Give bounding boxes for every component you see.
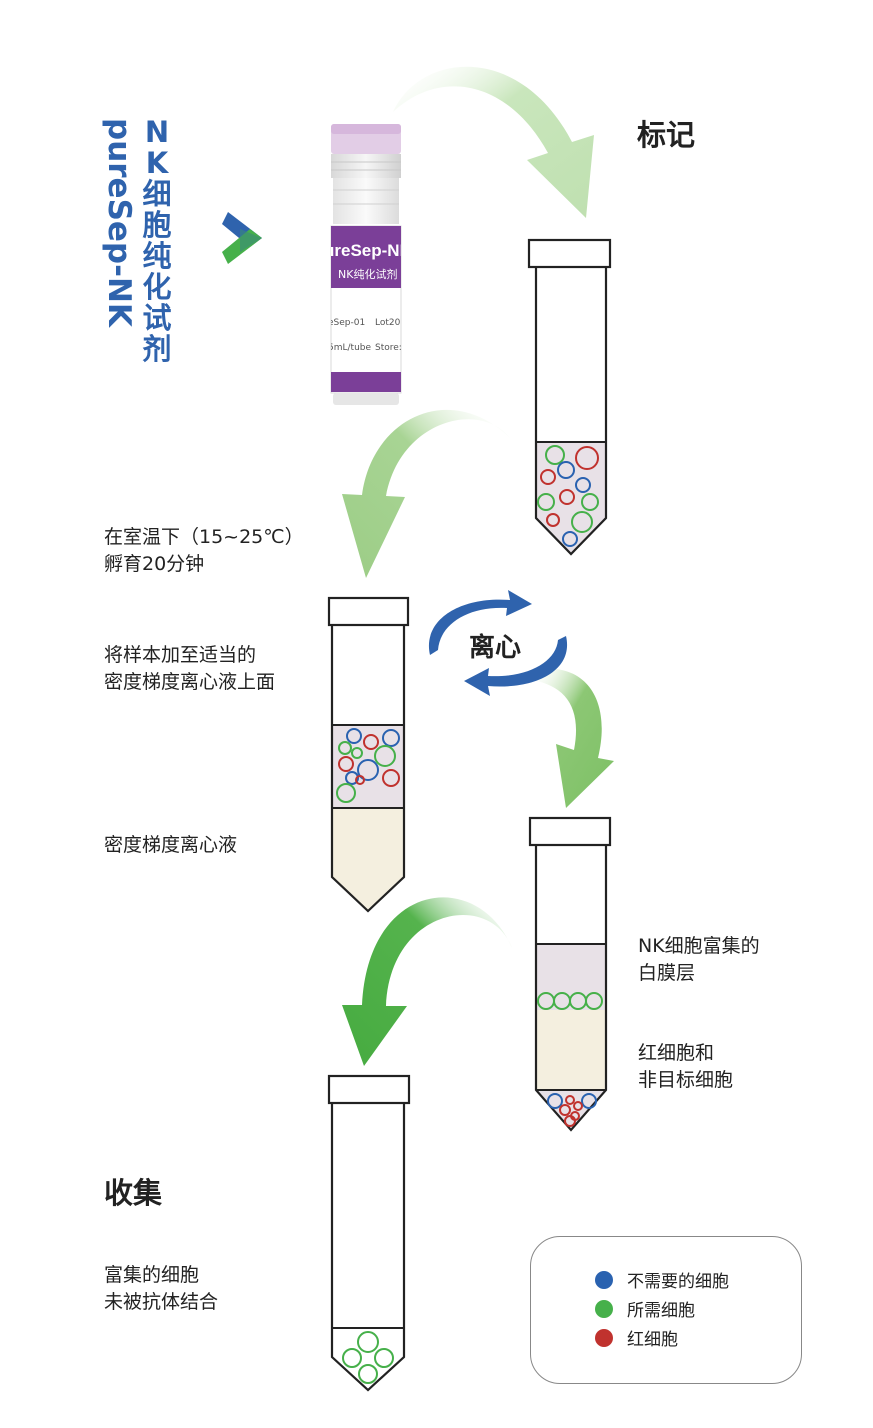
buffy-line-2: 白膜层 — [638, 962, 696, 984]
tube-centrifuged — [528, 816, 612, 1132]
cell-icon — [562, 531, 578, 547]
cell-icon — [571, 511, 593, 533]
arrow-centrifuge-to-tube-icon — [532, 668, 614, 808]
brand-name-english-text: pureSep-NK — [101, 118, 137, 327]
brand-name-char: 纯 — [142, 239, 172, 273]
centrifuge-rotate-icon — [428, 590, 568, 696]
cell-icon — [346, 728, 362, 744]
legend-item: 不需要的细胞 — [595, 1267, 729, 1292]
cell-icon — [357, 759, 379, 781]
cell-icon — [581, 493, 599, 511]
vial-volume: 5mL/tube — [328, 343, 371, 353]
cell-icon — [559, 489, 575, 505]
arrow-collect-step-icon — [342, 897, 512, 1066]
brand-logo-icon — [222, 212, 262, 264]
brand-name-char: K — [145, 146, 169, 180]
cell-icon — [345, 771, 359, 785]
legend-dot-icon — [595, 1299, 613, 1318]
cell-icon — [537, 493, 555, 511]
cell-icon — [358, 1364, 378, 1384]
buffy-coat-text: NK细胞富集的 白膜层 — [638, 933, 760, 987]
cell-icon — [540, 469, 556, 485]
cell-cluster — [342, 1331, 394, 1384]
tube-labeled-sample — [527, 238, 612, 556]
legend-item: 红细胞 — [595, 1325, 678, 1350]
cell-icon — [546, 513, 560, 527]
brand-name-english: pureSep-NK — [101, 118, 141, 328]
cell-icon — [351, 747, 363, 759]
collect-text: 富集的细胞 未被抗体结合 — [104, 1262, 218, 1316]
arrow-incubate-step-icon — [342, 409, 510, 578]
legend-item: 所需细胞 — [595, 1296, 695, 1321]
cell-icon — [357, 1331, 379, 1353]
centrifuge-label: 离心 — [469, 633, 522, 663]
legend-label: 红细胞 — [627, 1330, 678, 1350]
legend-box: 不需要的细胞所需细胞红细胞 — [530, 1236, 802, 1384]
cell-icon — [382, 769, 400, 787]
brand-name-char: 化 — [142, 270, 172, 304]
vial-cat-number: eSep-01 — [328, 318, 365, 328]
buffy-line-1: NK细胞富集的 — [638, 935, 760, 957]
cell-icon — [573, 1101, 583, 1111]
cell-icon — [565, 1095, 575, 1105]
cell-icon — [585, 992, 603, 1010]
vial-storage: Store: — [375, 343, 402, 353]
cell-icon — [559, 1104, 571, 1116]
layer-line-2: 密度梯度离心液上面 — [104, 671, 276, 693]
cell-icon — [575, 446, 599, 470]
collect-heading: 收集 — [104, 1176, 163, 1210]
vial-label-title: ureSep-NK — [324, 241, 413, 260]
vial-label-subtitle: NK纯化试剂 — [338, 267, 397, 281]
cell-icon — [363, 734, 379, 750]
reagent-vial: ureSep-NK NK纯化试剂 eSep-01 Lot20 5mL/tube … — [324, 124, 413, 405]
vial-lot-number: Lot20 — [375, 318, 401, 328]
cell-cluster — [537, 992, 603, 1127]
cell-icon — [374, 1348, 394, 1368]
cell-icon — [338, 741, 352, 755]
cell-icon — [382, 729, 400, 747]
legend-label: 不需要的细胞 — [627, 1272, 729, 1292]
cell-icon — [545, 445, 565, 465]
cell-icon — [374, 745, 396, 767]
cell-cluster — [336, 728, 400, 803]
step-label-heading: 标记 — [637, 118, 696, 152]
cell-icon — [342, 1348, 362, 1368]
cell-icon — [355, 775, 365, 785]
gradient-fluid-label: 密度梯度离心液 — [104, 834, 238, 856]
brand-name-char: N — [144, 115, 170, 149]
pellet-line-2: 非目标细胞 — [638, 1069, 734, 1091]
collect-line-2: 未被抗体结合 — [104, 1291, 219, 1313]
pellet-line-1: 红细胞和 — [638, 1042, 715, 1064]
layer-sample-text: 将样本加至适当的 密度梯度离心液上面 — [104, 642, 275, 696]
pellet-text: 红细胞和 非目标细胞 — [638, 1040, 733, 1094]
tube-collected — [327, 1074, 411, 1392]
collect-line-1: 富集的细胞 — [104, 1264, 200, 1286]
incubate-line-2: 孵育20分钟 — [104, 553, 205, 575]
cell-icon — [336, 783, 356, 803]
brand-name-char: 试 — [142, 301, 172, 335]
brand-name-char: 细 — [142, 177, 172, 211]
incubate-line-1: 在室温下（15~25℃） — [104, 526, 304, 548]
legend-dot-icon — [595, 1270, 613, 1289]
cell-icon — [338, 756, 354, 772]
tube-layered-gradient — [327, 596, 410, 913]
cell-icon — [575, 477, 591, 493]
layer-line-1: 将样本加至适当的 — [104, 644, 257, 666]
arrow-label-step-icon — [393, 66, 594, 218]
brand-name-char: 剂 — [142, 332, 172, 366]
cell-icon — [547, 1093, 563, 1109]
brand-name-char: 胞 — [142, 208, 172, 242]
incubate-text: 在室温下（15~25℃） 孵育20分钟 — [104, 524, 304, 578]
cell-icon — [564, 1115, 576, 1127]
cell-icon — [557, 461, 575, 479]
legend-dot-icon — [595, 1328, 613, 1347]
legend-label: 所需细胞 — [627, 1301, 695, 1321]
cell-cluster — [537, 445, 599, 547]
cell-icon — [581, 1093, 597, 1109]
